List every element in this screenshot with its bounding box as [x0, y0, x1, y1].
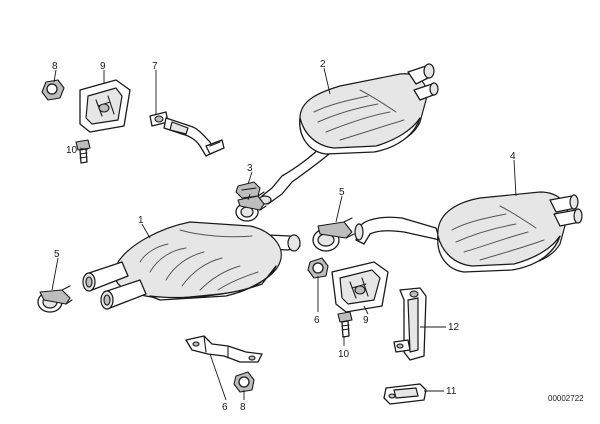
label-part-11: 11 — [446, 386, 457, 397]
clamp-part-5-center — [312, 217, 355, 252]
label-part-9-top: 9 — [100, 61, 106, 72]
label-part-4: 4 — [510, 151, 516, 162]
label-part-5-left: 5 — [54, 249, 60, 260]
rubber-mount-part-8-bottom — [233, 371, 255, 393]
front-muffler-part-1 — [82, 221, 301, 310]
bolt-part-10-top — [75, 139, 91, 164]
leader-lines — [51, 67, 517, 401]
label-part-9-bottom: 9 — [363, 315, 369, 326]
label-part-8-top: 8 — [52, 61, 58, 72]
label-part-6-mid: 6 — [314, 315, 320, 326]
pipe-clip-part-3 — [235, 181, 261, 199]
label-part-8-bottom: 8 — [240, 402, 246, 413]
label-part-5-center: 5 — [339, 187, 345, 198]
label-part-2: 2 — [320, 59, 326, 70]
rubber-mount-part-8-top — [41, 79, 65, 101]
rear-muffler-part-4 — [354, 191, 583, 273]
label-part-12: 12 — [448, 322, 460, 333]
diagram-code: 00002722 — [548, 394, 584, 403]
label-part-6-bottom: 6 — [222, 402, 228, 413]
label-part-10-bottom: 10 — [338, 349, 350, 360]
rubber-mount-part-8-mid — [307, 257, 329, 279]
hanger-part-7 — [149, 111, 225, 157]
hanger-bracket-part-9-top — [79, 79, 131, 133]
bracket-part-11 — [383, 383, 427, 405]
label-part-3: 3 — [247, 163, 253, 174]
hanger-bracket-part-9-bottom — [331, 261, 389, 313]
center-muffler-part-2 — [258, 63, 439, 205]
label-part-7: 7 — [152, 61, 158, 72]
label-part-10-top: 10 — [66, 145, 78, 156]
bracket-part-12 — [393, 287, 427, 361]
part-number-labels: 1 2 3 4 5 5 8 9 7 10 6 9 10 12 11 6 8 5 … — [52, 59, 516, 413]
label-part-1: 1 — [138, 215, 144, 226]
hanger-strap-part-6-bottom — [185, 335, 263, 363]
clamp-part-5-left — [37, 285, 73, 313]
bolt-part-10-bottom — [337, 311, 353, 338]
